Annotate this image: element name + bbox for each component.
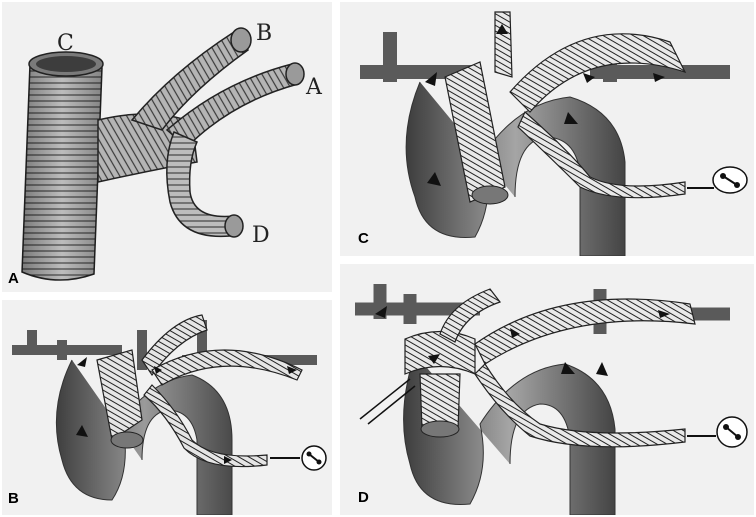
vessel-label-d: D (252, 223, 270, 248)
panel-a-illustration: C B A D (21, 21, 323, 281)
clamp-icon (359, 378, 416, 425)
pump-connector-icon (270, 445, 327, 471)
graft-long-branch (474, 298, 696, 365)
vessel-label-b: B (256, 21, 272, 46)
graft-collar (404, 330, 476, 375)
graft-branch-pump (143, 384, 268, 468)
graft-main (444, 61, 506, 203)
graft-pump-branch (474, 363, 686, 448)
graft-long-branch (509, 33, 687, 113)
native-aorta (405, 81, 626, 256)
panel-d: D (340, 264, 754, 515)
panel-label-c: C (358, 230, 369, 247)
panel-label-b: B (8, 490, 19, 507)
panel-b-illustration (12, 314, 327, 515)
graft-upper-branches (439, 288, 501, 343)
graft-branch-long (151, 349, 303, 386)
native-aorta (403, 353, 616, 515)
graft-main (96, 349, 143, 442)
native-aorta (55, 359, 233, 515)
panel-label-d: D (358, 489, 369, 506)
pump-connector-icon (687, 416, 748, 448)
graft-pump-branch (517, 111, 686, 199)
vessel-label-a: A (305, 75, 323, 100)
panel-a: C B A D A (2, 2, 332, 292)
panel-b: B (2, 300, 332, 515)
graft-branch-upper (141, 314, 208, 377)
vessel-label-c: C (57, 31, 74, 56)
graft-upper-branch (494, 11, 513, 78)
panel-d-illustration (355, 284, 748, 515)
panel-c-illustration (360, 11, 748, 256)
graft-branch-d (166, 131, 235, 238)
flow-arrows (76, 357, 297, 464)
flow-arrows (425, 24, 665, 186)
panel-c: C (340, 2, 754, 256)
flow-arrows (375, 306, 670, 376)
native-left-vessels (12, 330, 122, 360)
panel-label-a: A (8, 270, 19, 287)
pump-connector-icon (687, 166, 748, 194)
